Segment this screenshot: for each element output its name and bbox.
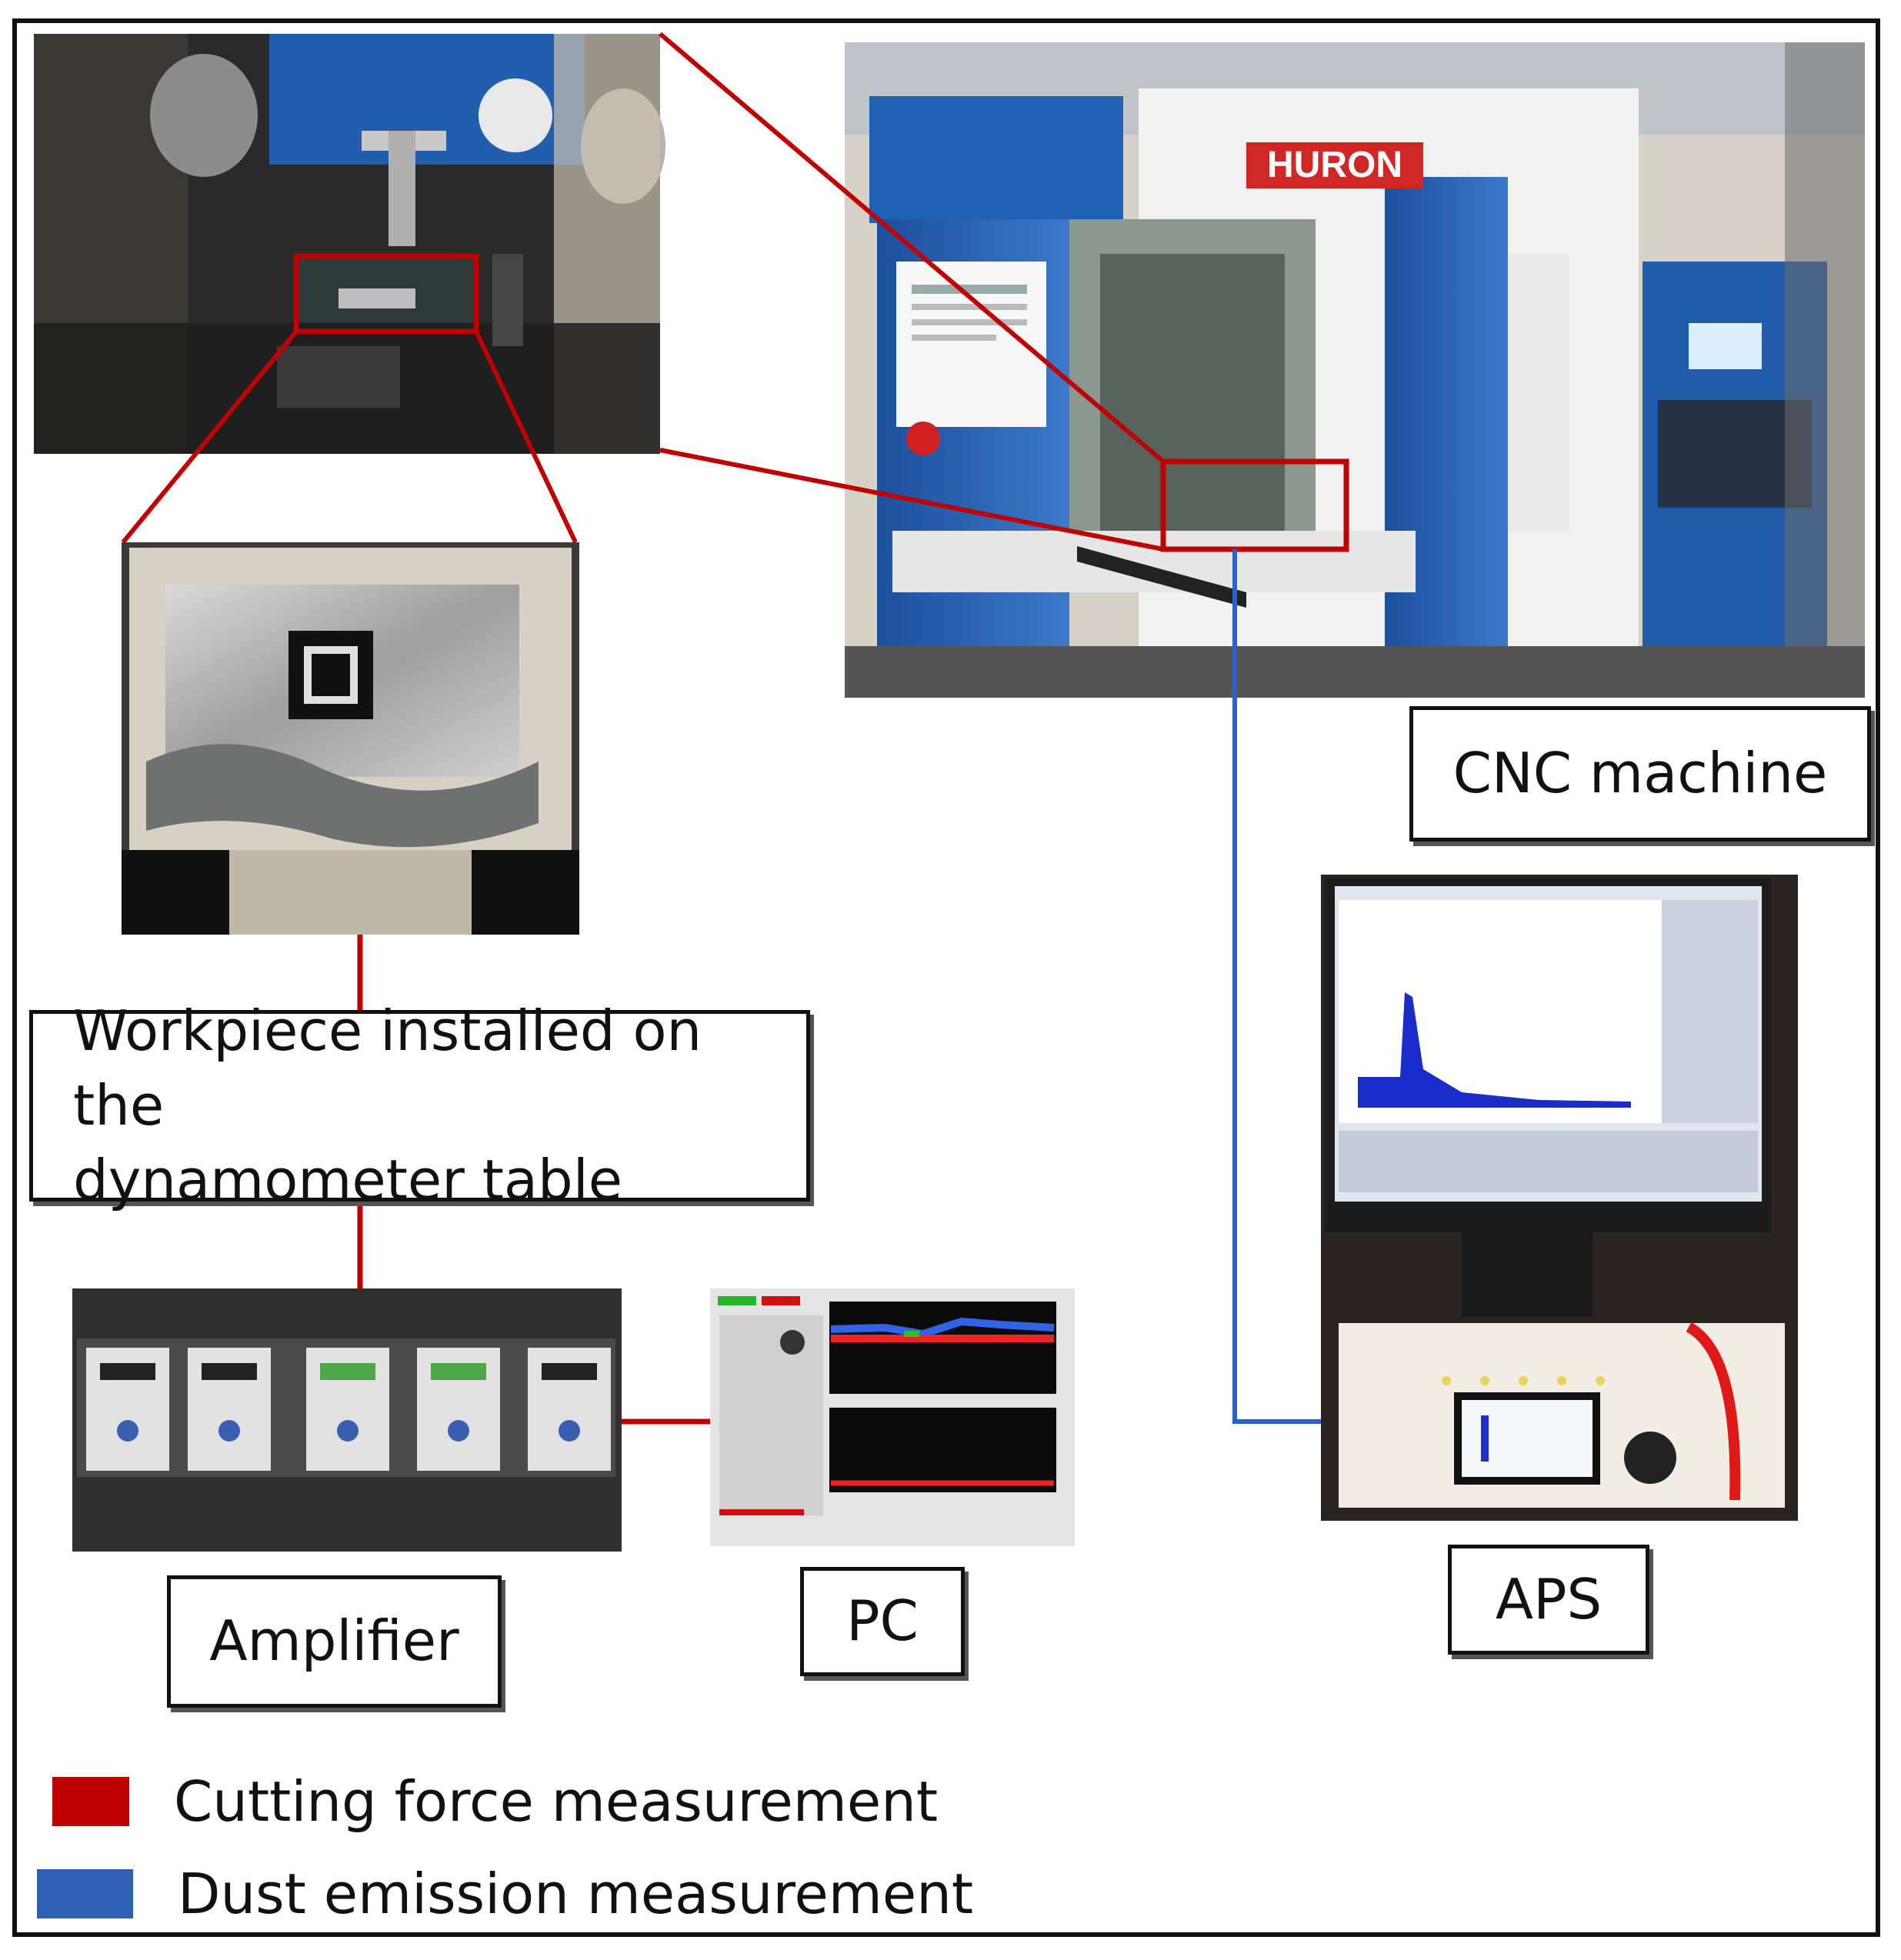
aps-label: APS (1448, 1545, 1649, 1655)
zoom-line-left (121, 330, 298, 544)
amplifier-label-text: Amplifier (209, 1608, 459, 1674)
workpiece-label-line1: Workpiece installed on the (73, 998, 702, 1138)
machining-closeup-photo (34, 34, 665, 454)
pc-label: PC (800, 1567, 965, 1676)
machine-zoom-box (1160, 458, 1349, 552)
legend-swatch-cutting-force (52, 1777, 129, 1826)
aps-label-text: APS (1495, 1566, 1603, 1632)
amplifier-photo (72, 1288, 622, 1552)
legend-label-dust-emission: Dust emission measurement (178, 1862, 974, 1926)
machine-brand-text: HURON (1267, 145, 1402, 185)
amplifier-label: Amplifier (167, 1575, 502, 1708)
pc-screen-photo (710, 1288, 1075, 1546)
zoom-line-bottom (659, 448, 1164, 552)
legend-item-dust-emission: Dust emission measurement (37, 1862, 973, 1926)
cnc-machine-label-text: CNC machine (1452, 741, 1828, 806)
figure-border (12, 18, 1880, 1937)
cnc-machine-photo: HURON (845, 42, 1865, 698)
dust-emission-connector (1232, 549, 1321, 1424)
zoom-line-top (659, 32, 1165, 464)
aps-photo (1321, 875, 1798, 1521)
zoom-line-right (474, 330, 578, 544)
pc-label-text: PC (846, 1588, 919, 1654)
legend-item-cutting-force: Cutting force measurement (52, 1769, 938, 1834)
closeup-zoom-box (293, 253, 479, 335)
workpiece-label-line2: dynamometer table (73, 1148, 623, 1213)
workpiece-photo (122, 542, 579, 935)
cnc-machine-label: CNC machine (1409, 706, 1871, 842)
legend-swatch-dust-emission (37, 1869, 133, 1918)
workpiece-label: Workpiece installed on the dynamometer t… (29, 998, 810, 1212)
legend-label-cutting-force: Cutting force measurement (174, 1769, 939, 1834)
